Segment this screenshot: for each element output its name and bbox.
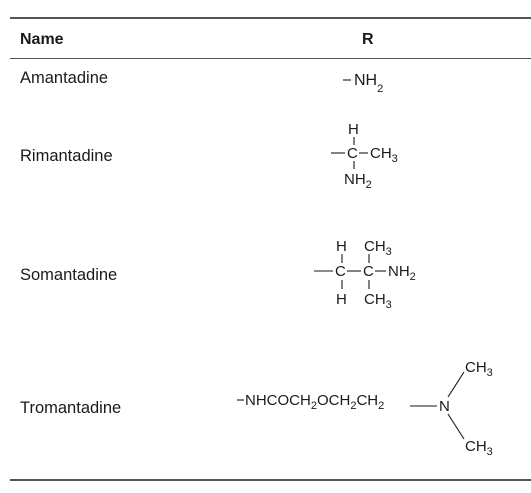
drug-name-rimantadine: Rimantadine [20, 147, 113, 165]
drug-name-amantadine: Amantadine [20, 69, 109, 87]
hydrogen-atom: H [348, 121, 359, 138]
carbon-atom: C [347, 145, 358, 162]
carbon-atom: C [363, 263, 374, 280]
table-header-rule [10, 58, 531, 59]
amine-group: NH2 [344, 171, 372, 191]
structure-tromantadine: NHCOCH2OCH2CH2 N CH3 CH3 [237, 359, 493, 458]
hydrogen-atom: H [336, 291, 347, 308]
structure-somantadine: H CH3 C C NH2 H CH3 [314, 238, 416, 311]
table-bottom-rule [10, 479, 531, 481]
structure-amantadine: NH2 [343, 72, 383, 95]
bond [447, 413, 465, 440]
methyl-group: CH3 [364, 238, 392, 258]
amine-group: NH2 [388, 263, 416, 283]
methyl-group: CH3 [465, 359, 493, 379]
hydrogen-atom: H [336, 238, 347, 255]
carbon-atom: C [335, 263, 346, 280]
drug-name-tromantadine: Tromantadine [20, 399, 122, 417]
header-name: Name [20, 31, 64, 48]
methyl-group: CH3 [364, 291, 392, 311]
structure-rimantadine: H C CH3 NH2 [331, 121, 398, 191]
table-top-rule [10, 17, 531, 19]
bond [447, 371, 465, 398]
nitrogen-atom: N [439, 398, 450, 415]
drug-name-somantadine: Somantadine [20, 266, 118, 284]
side-chain: NHCOCH2OCH2CH2 [245, 392, 384, 412]
methyl-group: CH3 [465, 438, 493, 458]
methyl-group: CH3 [370, 145, 398, 165]
amine-group: NH2 [354, 72, 383, 95]
header-r: R [362, 31, 374, 48]
